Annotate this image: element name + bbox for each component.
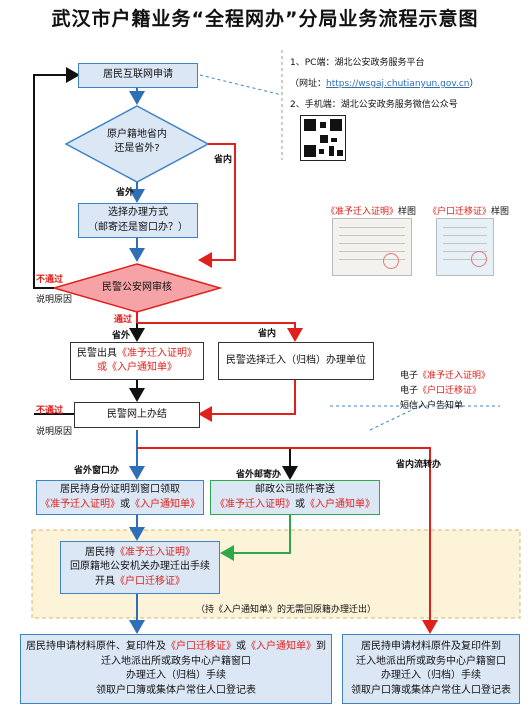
hold-note: （持《入户通知单》的无需回原籍办理迁出） (196, 605, 377, 615)
region-decision-text: 原户籍地省内 还是省外? (107, 129, 167, 154)
label-out-province: 省外 (116, 188, 135, 198)
choose-method-node: 选择办理方式 （邮寄还是窗口办？） (78, 203, 198, 238)
review-node: 民警公安网审核 (102, 282, 172, 293)
window-pickup-node: 居民持身份证明到窗口领取 《准予迁入证明》或《入户通知单》 (36, 480, 204, 515)
label-pass: 通过 (114, 315, 133, 325)
label-explain-2: 说明原因 (36, 427, 73, 437)
e-migration-line: 电子《户口迁移证》 (400, 386, 482, 396)
qr-code-icon[interactable] (300, 115, 346, 161)
page-title: 武汉市户籍业务“全程网办”分局业务流程示意图 (51, 8, 479, 30)
sample2-caption: 《户口迁移证》样图 (428, 207, 510, 217)
e-permit-line: 电子《准予迁入证明》 (400, 371, 491, 381)
label-out-window: 省外窗口办 (74, 466, 120, 476)
platform-url[interactable]: https://wsgaj.chutianyun.gov.cn (326, 79, 470, 89)
label-out-province-2: 省外 (112, 331, 131, 341)
label-in-province-2: 省内 (258, 329, 277, 339)
issue-node: 民警出具《准予迁入证明》 或《入户通知单》 (70, 342, 204, 380)
final-right-node: 居民持申请材料原件及复印件到 迁入地派出所或政务中心户籍窗口 办理迁入（归档）手… (342, 634, 520, 704)
label-fail-1: 不通过 (36, 275, 64, 285)
label-in-province: 省内 (214, 155, 233, 165)
apply-node: 居民互联网申请 (78, 63, 198, 88)
sms-notice-line: 短信入户告知单 (400, 401, 464, 411)
sample1-caption: 《准予迁入证明》样图 (326, 207, 417, 217)
label-in-transfer: 省内流转办 (396, 460, 442, 470)
hold-permit-node: 居民持《准予迁入证明》 回原籍地公安机关办理迁出手续 开具《户口迁移证》 (60, 541, 220, 594)
label-out-post: 省外邮寄办 (236, 470, 282, 480)
label-fail-2: 不通过 (36, 406, 64, 416)
post-delivery-node: 邮政公司揽件寄送 《准予迁入证明》或《入户通知单》 (210, 480, 380, 515)
sample1-image (332, 218, 412, 276)
online-finish-node: 民警网上办结 (74, 402, 200, 428)
select-unit-node: 民警选择迁入（归档）办理单位 (218, 342, 374, 380)
pc-line: 1、PC端：湖北公安政务服务平台 (290, 58, 425, 68)
mobile-line: 2、手机端：湖北公安政务服务微信公众号 (290, 100, 458, 110)
final-left-node: 居民持申请材料原件、复印件及《户口迁移证》或《入户通知单》到 迁入地派出所或政务… (20, 634, 332, 704)
sample2-image (436, 218, 494, 276)
label-explain-1: 说明原因 (36, 295, 73, 305)
url-line: （网址：https://wsgaj.chutianyun.gov.cn） (290, 79, 479, 89)
